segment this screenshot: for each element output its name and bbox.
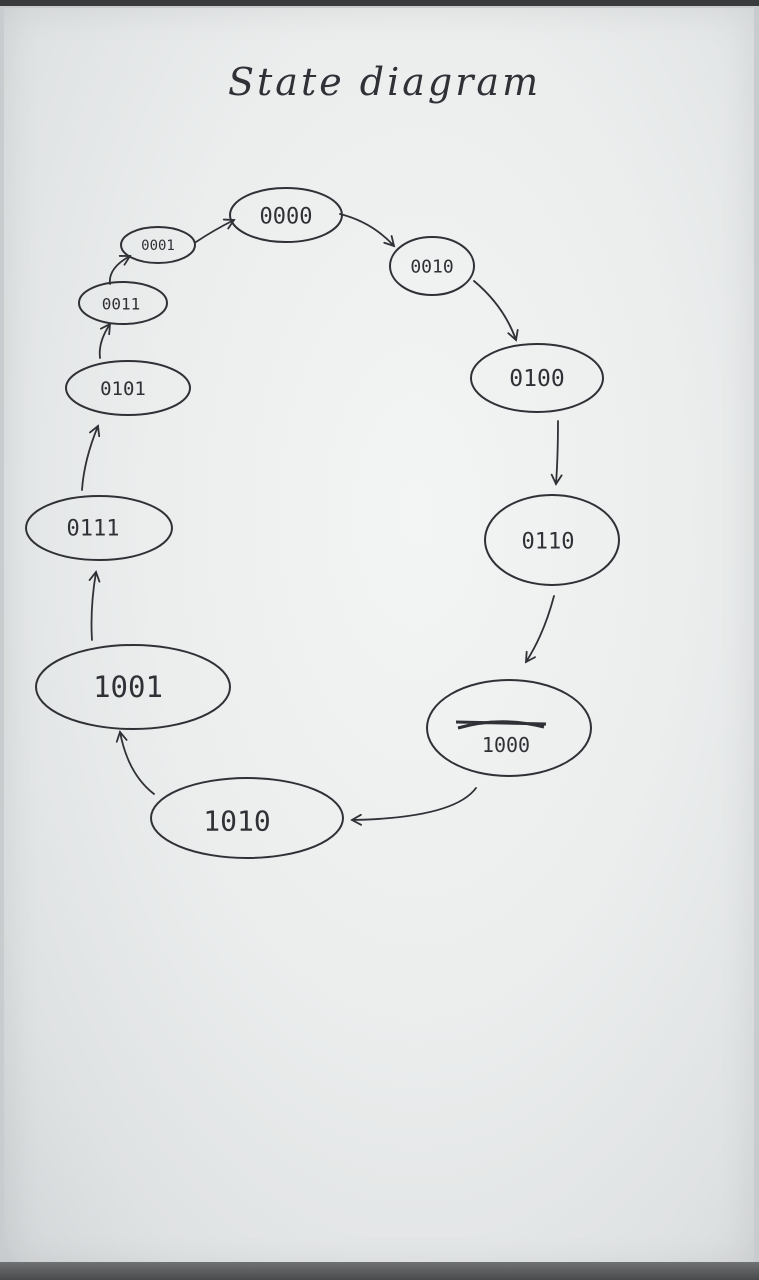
state-node-1010: 1010: [150, 777, 344, 859]
edge-1001-to-0111: [88, 570, 101, 641]
transition-edges: [81, 213, 563, 826]
state-label: 0100: [509, 366, 564, 392]
state-node-0011: 0011: [78, 281, 168, 325]
edge-0011-to-0001: [108, 255, 132, 285]
state-label: 0010: [410, 257, 453, 278]
state-label: 0011: [102, 295, 141, 314]
state-node-0110: 0110: [484, 494, 620, 586]
state-label: 1010: [203, 805, 270, 838]
state-node-0000: 0000: [229, 187, 343, 243]
state-label: 0001: [141, 238, 175, 254]
paper-sheet: [4, 8, 754, 1270]
edge-0000-to-0010: [339, 213, 396, 248]
state-label: 1000: [482, 733, 530, 757]
state-node-0111: 0111: [25, 495, 173, 561]
crossed-out-label: [455, 720, 547, 730]
desk-edge: [0, 1262, 759, 1280]
edge-1000-to-1010: [350, 787, 477, 826]
state-label: 0000: [260, 205, 313, 230]
state-label: 0110: [522, 530, 575, 555]
edge-0100-to-0110: [550, 420, 563, 486]
edge-0010-to-0100: [473, 280, 519, 342]
edge-0101-to-0011: [98, 322, 112, 359]
edge-0110-to-1000: [524, 595, 555, 664]
edge-0001-to-0000: [195, 218, 236, 243]
state-node-1000: 1000: [426, 679, 592, 777]
diagram-title: State diagram: [228, 60, 541, 104]
state-node-0101: 0101: [65, 360, 191, 416]
state-label: 0101: [100, 378, 146, 400]
state-node-1001: 1001: [35, 644, 231, 730]
state-node-0001: 0001: [120, 226, 196, 264]
state-label: 0111: [67, 517, 120, 542]
state-node-0100: 0100: [470, 343, 604, 413]
state-label: 1001: [93, 670, 163, 704]
edge-1010-to-1001: [115, 730, 155, 795]
state-node-0010: 0010: [389, 236, 475, 296]
edge-0111-to-0101: [81, 424, 101, 491]
